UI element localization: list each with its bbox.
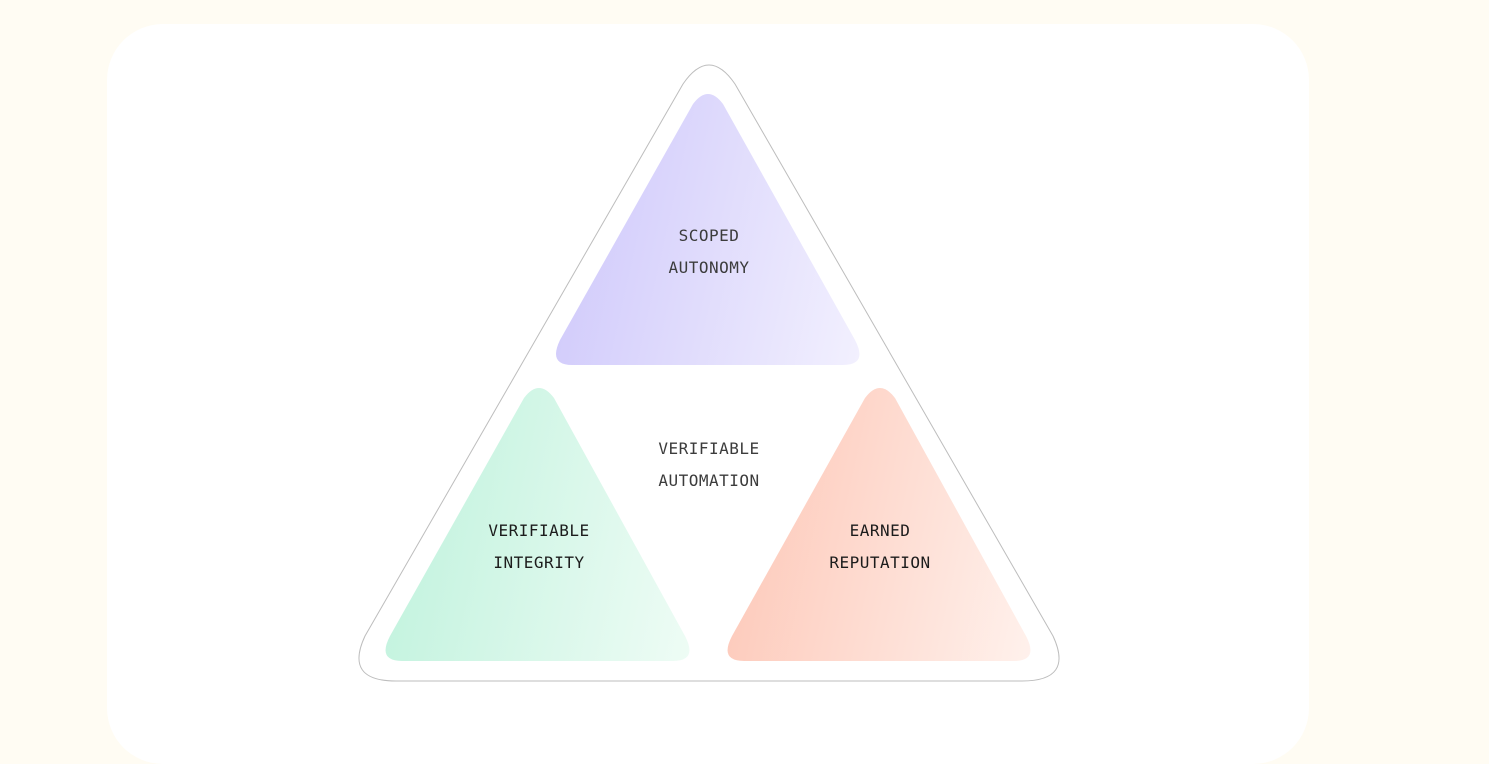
segment-scoped-autonomy: SCOPED AUTONOMY [556,94,860,365]
segment-left-line-2: INTEGRITY [493,553,584,572]
segment-right-line-2: REPUTATION [829,553,930,572]
center-label-line-2: AUTOMATION [658,471,759,490]
segment-earned-reputation: EARNED REPUTATION [727,388,1031,661]
segment-top-line-1: SCOPED [679,226,740,245]
segment-right-line-1: EARNED [850,521,911,540]
segment-top-line-2: AUTONOMY [668,258,749,277]
center-label-line-1: VERIFIABLE [658,439,759,458]
trust-triangle-diagram: SCOPED AUTONOMY VERIFIABLE INTEGRITY EAR… [358,64,1060,682]
segment-left-shape [385,388,690,661]
segment-verifiable-integrity: VERIFIABLE INTEGRITY [385,388,690,661]
segment-left-line-1: VERIFIABLE [488,521,589,540]
segment-right-shape [727,388,1031,661]
center-label: VERIFIABLE AUTOMATION [658,439,759,490]
segment-top-shape [556,94,860,365]
